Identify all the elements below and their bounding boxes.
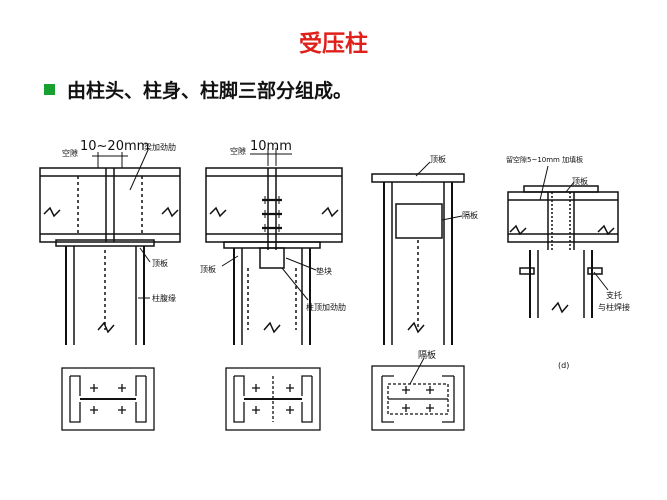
- figure-d-tag: (d): [558, 361, 569, 370]
- figure-a-column-head: 空隙 10~20mm 梁加劲肋 顶板 柱腹缘: [39, 139, 181, 345]
- figure-b-pad-label: 垫块: [316, 266, 332, 276]
- figure-c-diaphragm-label: 隔板: [418, 349, 436, 361]
- figure-b-plan-view: [225, 367, 321, 431]
- figure-b-cap-plate: [223, 241, 321, 249]
- bullet-square-icon: [44, 84, 55, 95]
- figure-a-plan-view: [61, 367, 155, 431]
- figure-d-fill-plate-label: 留空隙5~10mm 加填板: [506, 155, 583, 164]
- figure-a-dimension: 10~20mm: [80, 139, 149, 154]
- figure-d-support-left: [519, 267, 535, 275]
- figure-b-top-plate-label: 顶板: [200, 264, 216, 274]
- slide-title: 受压柱: [299, 31, 368, 57]
- figure-a-stiffener-label: 梁加劲肋: [144, 142, 176, 152]
- figure-a-column-stiffener-label: 柱腹缘: [152, 293, 176, 303]
- figure-a-beam: [39, 167, 181, 243]
- figure-b-pad-block: [259, 247, 285, 269]
- figure-b-dimension: 10mm: [250, 139, 292, 154]
- figure-c-web-plate-label: 隔板: [462, 210, 478, 220]
- bullet-text: 由柱头、柱身、柱脚三部分组成。: [67, 80, 353, 102]
- figure-a-gap-label: 空隙: [62, 148, 78, 158]
- figure-a-top-plate-label: 顶板: [152, 258, 168, 268]
- figure-d-cap-plate: [523, 185, 599, 193]
- bullet-point: 由柱头、柱身、柱脚三部分组成。: [44, 76, 352, 103]
- figure-d-column-head: 留空隙5~10mm 加填板 顶板 支托 与柱焊接 (d): [506, 155, 630, 370]
- figure-c-web-plate: [395, 203, 443, 239]
- figure-d-support-label-2: 与柱焊接: [598, 302, 630, 312]
- figure-c-top-plate-label: 顶板: [430, 154, 446, 164]
- figure-b-column-stiffener-label: 柱顶加劲肋: [306, 302, 346, 312]
- figure-d-support-label-1: 支托: [606, 290, 622, 300]
- figure-b-beam: [205, 167, 343, 243]
- figure-c-plan-view: 隔板: [371, 349, 465, 431]
- figure-a-cap-plate: [55, 239, 155, 247]
- figure-b-gap-label: 空隙: [230, 146, 246, 156]
- figure-c-column-head: 顶板 隔板: [371, 154, 478, 345]
- figure-d-top-plate-label: 顶板: [572, 176, 588, 186]
- figure-c-cap-plate: [371, 173, 465, 183]
- figure-b-column-head: 空隙 10mm 顶板 垫块 柱顶加劲肋: [200, 139, 346, 345]
